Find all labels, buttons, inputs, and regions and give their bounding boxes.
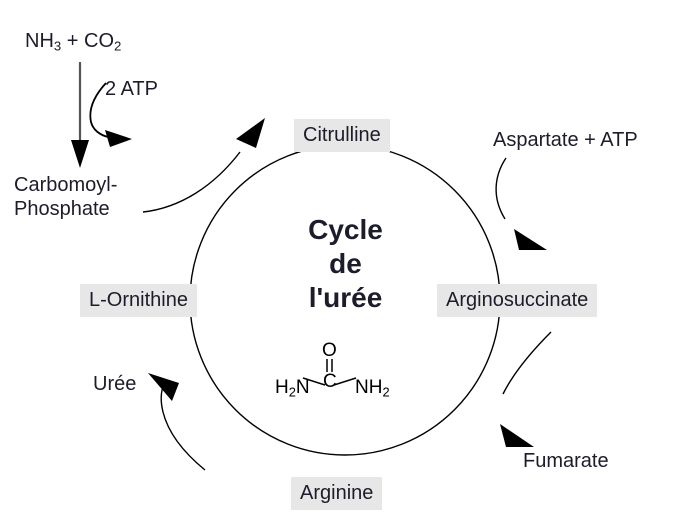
label-uree: Urée (93, 373, 137, 395)
two-atp-arrow (89, 82, 132, 147)
nh3-co2-arrow (71, 62, 89, 168)
nh3-co2-main: NH3 + CO2 (25, 30, 122, 54)
diagram-title-line-2: de (329, 248, 362, 280)
fumarate-exit-arrow (500, 331, 552, 447)
cycle-node-arginosuccinate[interactable]: Arginosuccinate (437, 284, 598, 317)
urea-molecule-bonds (302, 359, 357, 386)
cycle-node-arginine[interactable]: Arginine (291, 477, 383, 510)
label-two-atp: 2 ATP (105, 78, 158, 100)
label-carbomoyl-phosphate: Carbomoyl- Phosphate (14, 174, 164, 221)
molecule-atom-amine-right: NH2 (355, 378, 390, 399)
amine-right-formula: NH2 (355, 377, 390, 400)
carbomoyl-phosphate-line-1: Carbomoyl- (14, 174, 118, 196)
molecule-atom-oxygen: O (322, 340, 337, 361)
diagram-title-line-3: l'urée (308, 282, 383, 314)
carbomoyl-to-citrulline-arrow (142, 118, 265, 213)
cycle-node-l-ornithine[interactable]: L-Ornithine (80, 284, 197, 317)
carbomoyl-phosphate-line-2: Phosphate (14, 197, 110, 220)
aspartate-entry-arrow (495, 157, 547, 250)
molecule-atom-amine-left: H2N (275, 378, 310, 399)
label-fumarate: Fumarate (523, 450, 609, 472)
uree-exit-arrow (148, 373, 206, 471)
label-aspartate-atp: Aspartate + ATP (493, 129, 638, 151)
cycle-node-citrulline[interactable]: Citrulline (294, 119, 390, 152)
diagram-title: Cycle de l'urée (268, 213, 423, 315)
label-nh3-co2: NH3 + CO2 (25, 30, 121, 54)
amine-left-formula: H2N (275, 377, 310, 400)
diagram-title-line-1: Cycle (308, 214, 383, 245)
molecule-atom-carbon: C (323, 371, 337, 392)
